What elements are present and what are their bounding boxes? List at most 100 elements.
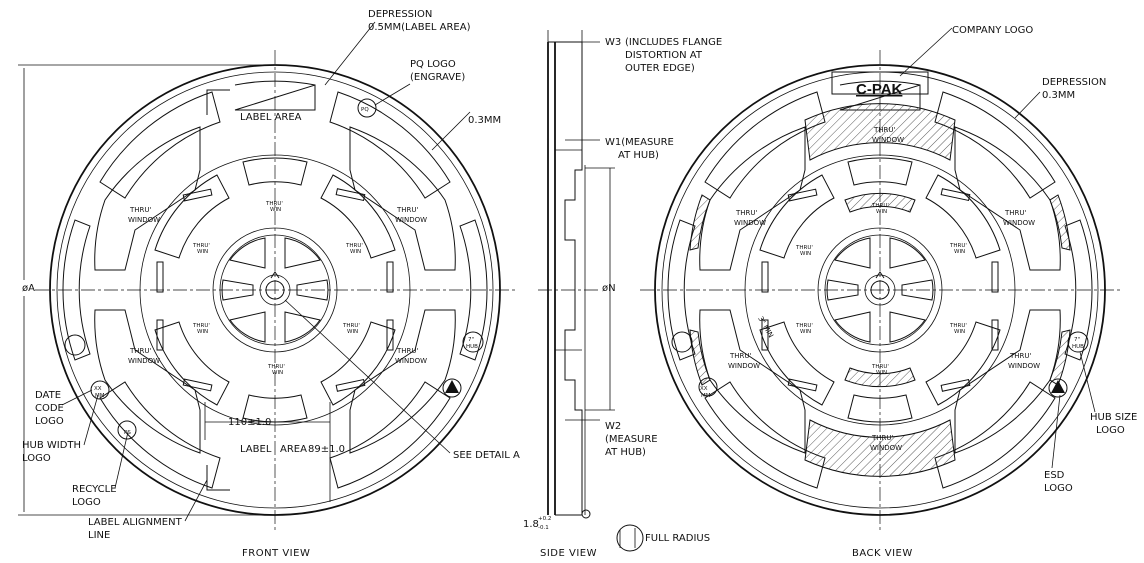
back-thru-ll-1: THRU'	[729, 352, 752, 360]
w3-note-1: (INCLUDES FLANGE	[625, 37, 722, 48]
w2-label: W2	[605, 421, 621, 432]
thru-window-ur-1: THRU'	[396, 206, 419, 214]
back-hub-mark: 7"	[1074, 337, 1080, 343]
back-thru-win-r-2: WIN	[954, 249, 965, 255]
side-view-title: SIDE VIEW	[540, 548, 597, 559]
front-view-title: FRONT VIEW	[242, 548, 310, 559]
tol-plus: +0.2	[538, 516, 551, 522]
back-hub-sub: HUB	[1072, 344, 1084, 350]
date-code-2: CODE	[35, 403, 64, 414]
pq-logo-sub: (ENGRAVE)	[410, 72, 465, 83]
thru-win-bl-1: THRU'	[192, 323, 210, 329]
thru-window-lr-2: WINDOW	[395, 357, 427, 365]
back-esd-logo-icon	[1048, 378, 1068, 398]
back-depression-label: DEPRESSION	[1042, 77, 1106, 88]
esd-2: LOGO	[1044, 483, 1073, 494]
dim-n: øN	[602, 283, 616, 294]
w2-note-2: AT HUB)	[605, 447, 646, 458]
w2-note-1: (MEASURE	[605, 434, 658, 445]
thru-window-top-2: WINDOW	[872, 136, 904, 144]
company-logo-label: COMPANY LOGO	[952, 25, 1033, 36]
back-thru-win-b-2: WIN	[876, 370, 887, 376]
thru-win-l-2: WIN	[197, 249, 208, 255]
see-detail-a: SEE DETAIL A	[453, 450, 520, 461]
back-mm-mark: MM	[701, 393, 711, 399]
thru-window-ul-1: THRU'	[129, 206, 152, 214]
back-thru-win-l-2: WIN	[800, 251, 811, 257]
esd-1: ESD	[1044, 470, 1065, 481]
back-thru-lr-2: WINDOW	[1008, 362, 1040, 370]
min-note: 3" MIN	[756, 315, 775, 339]
side-annotations: W3 (INCLUDES FLANGE DISTORTION AT OUTER …	[523, 37, 722, 559]
thru-win-r-2: WIN	[350, 249, 361, 255]
label-alignment-2: LINE	[88, 530, 110, 541]
hub-width-icon	[90, 380, 110, 400]
pq-logo-icon	[357, 98, 377, 118]
thru-win-top-2: WIN	[270, 207, 281, 213]
w3-note-3: OUTER EDGE)	[625, 63, 695, 74]
dim-a: øA	[22, 283, 35, 294]
w1-label: W1(MEASURE	[605, 137, 674, 148]
hub-size-icon	[462, 331, 484, 353]
back-annotations: COMPANY LOGO C-PAK DEPRESSION 0.3MM THRU…	[700, 25, 1137, 559]
back-xx-mark: XX	[700, 386, 708, 392]
back-thru-win-l-1: THRU'	[795, 245, 813, 251]
mm-mark: MM	[95, 393, 105, 399]
side-view	[538, 30, 644, 552]
brand-logo: C-PAK	[856, 81, 903, 98]
front-view	[35, 50, 515, 530]
back-thru-win-t-2: WIN	[876, 209, 887, 215]
company-logo-box	[831, 71, 929, 95]
back-thru-win-r-1: THRU'	[949, 243, 967, 249]
recycle-2: LOGO	[72, 497, 101, 508]
thru-window-bot-2: WINDOW	[870, 444, 902, 452]
thru-win-bot-1: THRU'	[267, 364, 285, 370]
back-thru-win-b-1: THRU'	[871, 364, 889, 370]
thru-window-top-1: THRU'	[873, 126, 896, 134]
hub-sub: HUB	[466, 344, 478, 350]
hub-width-2: LOGO	[22, 453, 51, 464]
w1-note: AT HUB)	[618, 150, 659, 161]
full-radius-detail-icon	[616, 524, 644, 552]
front-annotations: DEPRESSION 0.5MM(LABEL AREA) PQ LOGO (EN…	[18, 9, 520, 559]
back-hub-size-icon	[1067, 331, 1089, 353]
back-view	[640, 50, 1120, 530]
thru-win-br-1: THRU'	[342, 323, 360, 329]
back-thru-ul-2: WINDOW	[734, 219, 766, 227]
hub-size-1: HUB SIZE	[1090, 412, 1137, 423]
back-thru-lr-1: THRU'	[1009, 352, 1032, 360]
thru-window-ul-2: WINDOW	[128, 216, 160, 224]
recycle-stamp-icon	[64, 334, 86, 356]
thru-win-br-2: WIN	[347, 329, 358, 335]
thru-window-lr-1: THRU'	[396, 347, 419, 355]
date-code-1: DATE	[35, 390, 61, 401]
back-view-title: BACK VIEW	[852, 548, 913, 559]
back-hub-width-icon	[698, 377, 718, 397]
recycle-logo-icon	[117, 420, 137, 440]
dim-width: 110±1.0	[228, 417, 271, 428]
label-area-bottom-a: LABEL	[240, 444, 272, 455]
hub-mark: 7"	[468, 337, 474, 343]
xx-mark: XX	[94, 386, 102, 392]
back-thru-win-br-1: THRU'	[949, 323, 967, 329]
back-thru-win-bl-2: WIN	[800, 329, 811, 335]
hub-width-1: HUB WIDTH	[22, 440, 81, 451]
label-area-top: LABEL AREA	[240, 112, 302, 123]
back-thru-ur-1: THRU'	[1004, 209, 1027, 217]
back-thru-win-bl-1: THRU'	[795, 323, 813, 329]
thru-win-bot-2: WIN	[272, 370, 283, 376]
esd-triangle-icon	[445, 380, 459, 393]
thru-window-bot-1: THRU'	[871, 434, 894, 442]
dim-height: 89±1.0	[308, 444, 345, 455]
recycle-1: RECYCLE	[72, 484, 117, 495]
label-area-bottom-b: AREA	[280, 444, 307, 455]
back-thru-win-br-2: WIN	[954, 329, 965, 335]
back-thru-win-t-1: THRU'	[871, 203, 889, 209]
thru-win-l-1: THRU'	[192, 243, 210, 249]
thru-win-r-1: THRU'	[345, 243, 363, 249]
w3-note-2: DISTORTION AT	[625, 50, 703, 61]
back-depression-value: 0.3MM	[1042, 90, 1075, 101]
front-depression-value: 0.5MM(LABEL AREA)	[368, 22, 471, 33]
thru-window-ll-1: THRU'	[129, 347, 152, 355]
